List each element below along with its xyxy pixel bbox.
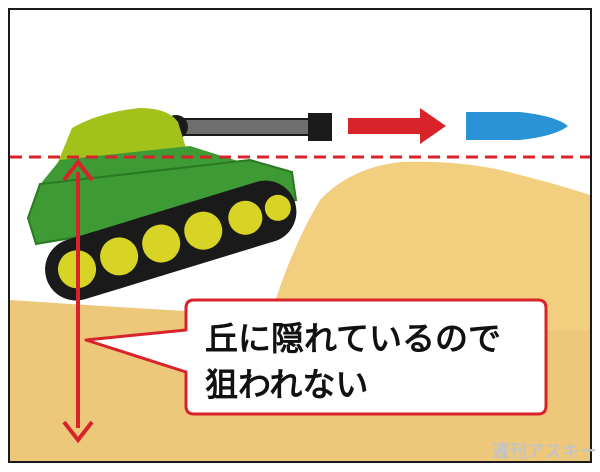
diagram-frame xyxy=(8,8,592,463)
tank-icon xyxy=(26,108,332,301)
callout-bubble xyxy=(84,298,548,416)
callout-line-2: 狙われない xyxy=(205,365,369,404)
tank-barrel xyxy=(164,113,332,141)
publisher-watermark: 週刊アスキー xyxy=(492,442,597,462)
height-double-arrow xyxy=(62,158,94,444)
callout-line-1: 丘に隠れているので xyxy=(205,319,502,358)
tank-wheel xyxy=(182,209,225,252)
arrow-right-icon xyxy=(348,108,446,144)
sand-hill xyxy=(270,161,590,330)
tank-hull xyxy=(26,158,298,246)
tank-wheel xyxy=(140,222,183,265)
tank-wheel xyxy=(262,192,293,223)
tank-wheel xyxy=(98,235,141,278)
callout-text: 丘に隠れているので 狙われない xyxy=(205,316,545,408)
tank-wheel xyxy=(226,198,265,237)
bullet-icon xyxy=(466,112,568,140)
